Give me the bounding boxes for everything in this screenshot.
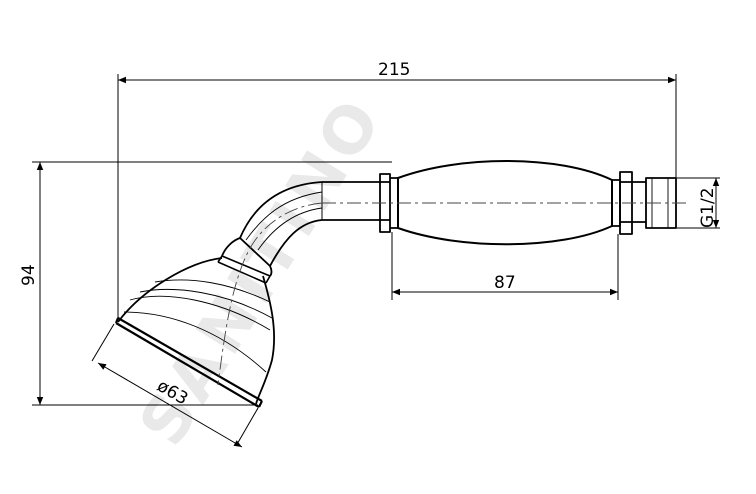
- head-outline: [117, 257, 275, 405]
- arm-inner-lines: [245, 191, 323, 251]
- arm-upper-edge: [239, 181, 323, 239]
- handle-left-collar: [379, 173, 391, 233]
- dim-label-handle-length: 87: [494, 273, 516, 293]
- dimension-lines: [32, 74, 720, 448]
- head-ring-lines: [123, 279, 273, 373]
- extension-line-face-left: [91, 323, 115, 362]
- handle-right-collar: [619, 171, 633, 235]
- center-lines: [217, 202, 690, 386]
- extension-line-face-right: [235, 407, 259, 447]
- neck: [221, 237, 273, 277]
- dim-label-thread: G1/2: [698, 187, 718, 228]
- dim-label-overall-length: 215: [378, 60, 410, 80]
- arm-straight: [322, 181, 380, 221]
- arm-lower-edge: [269, 219, 323, 267]
- dim-label-height: 94: [19, 264, 39, 286]
- dim-line-diameter: [97, 362, 243, 448]
- neck-collar: [217, 255, 271, 284]
- extension-line-thread: [676, 177, 720, 229]
